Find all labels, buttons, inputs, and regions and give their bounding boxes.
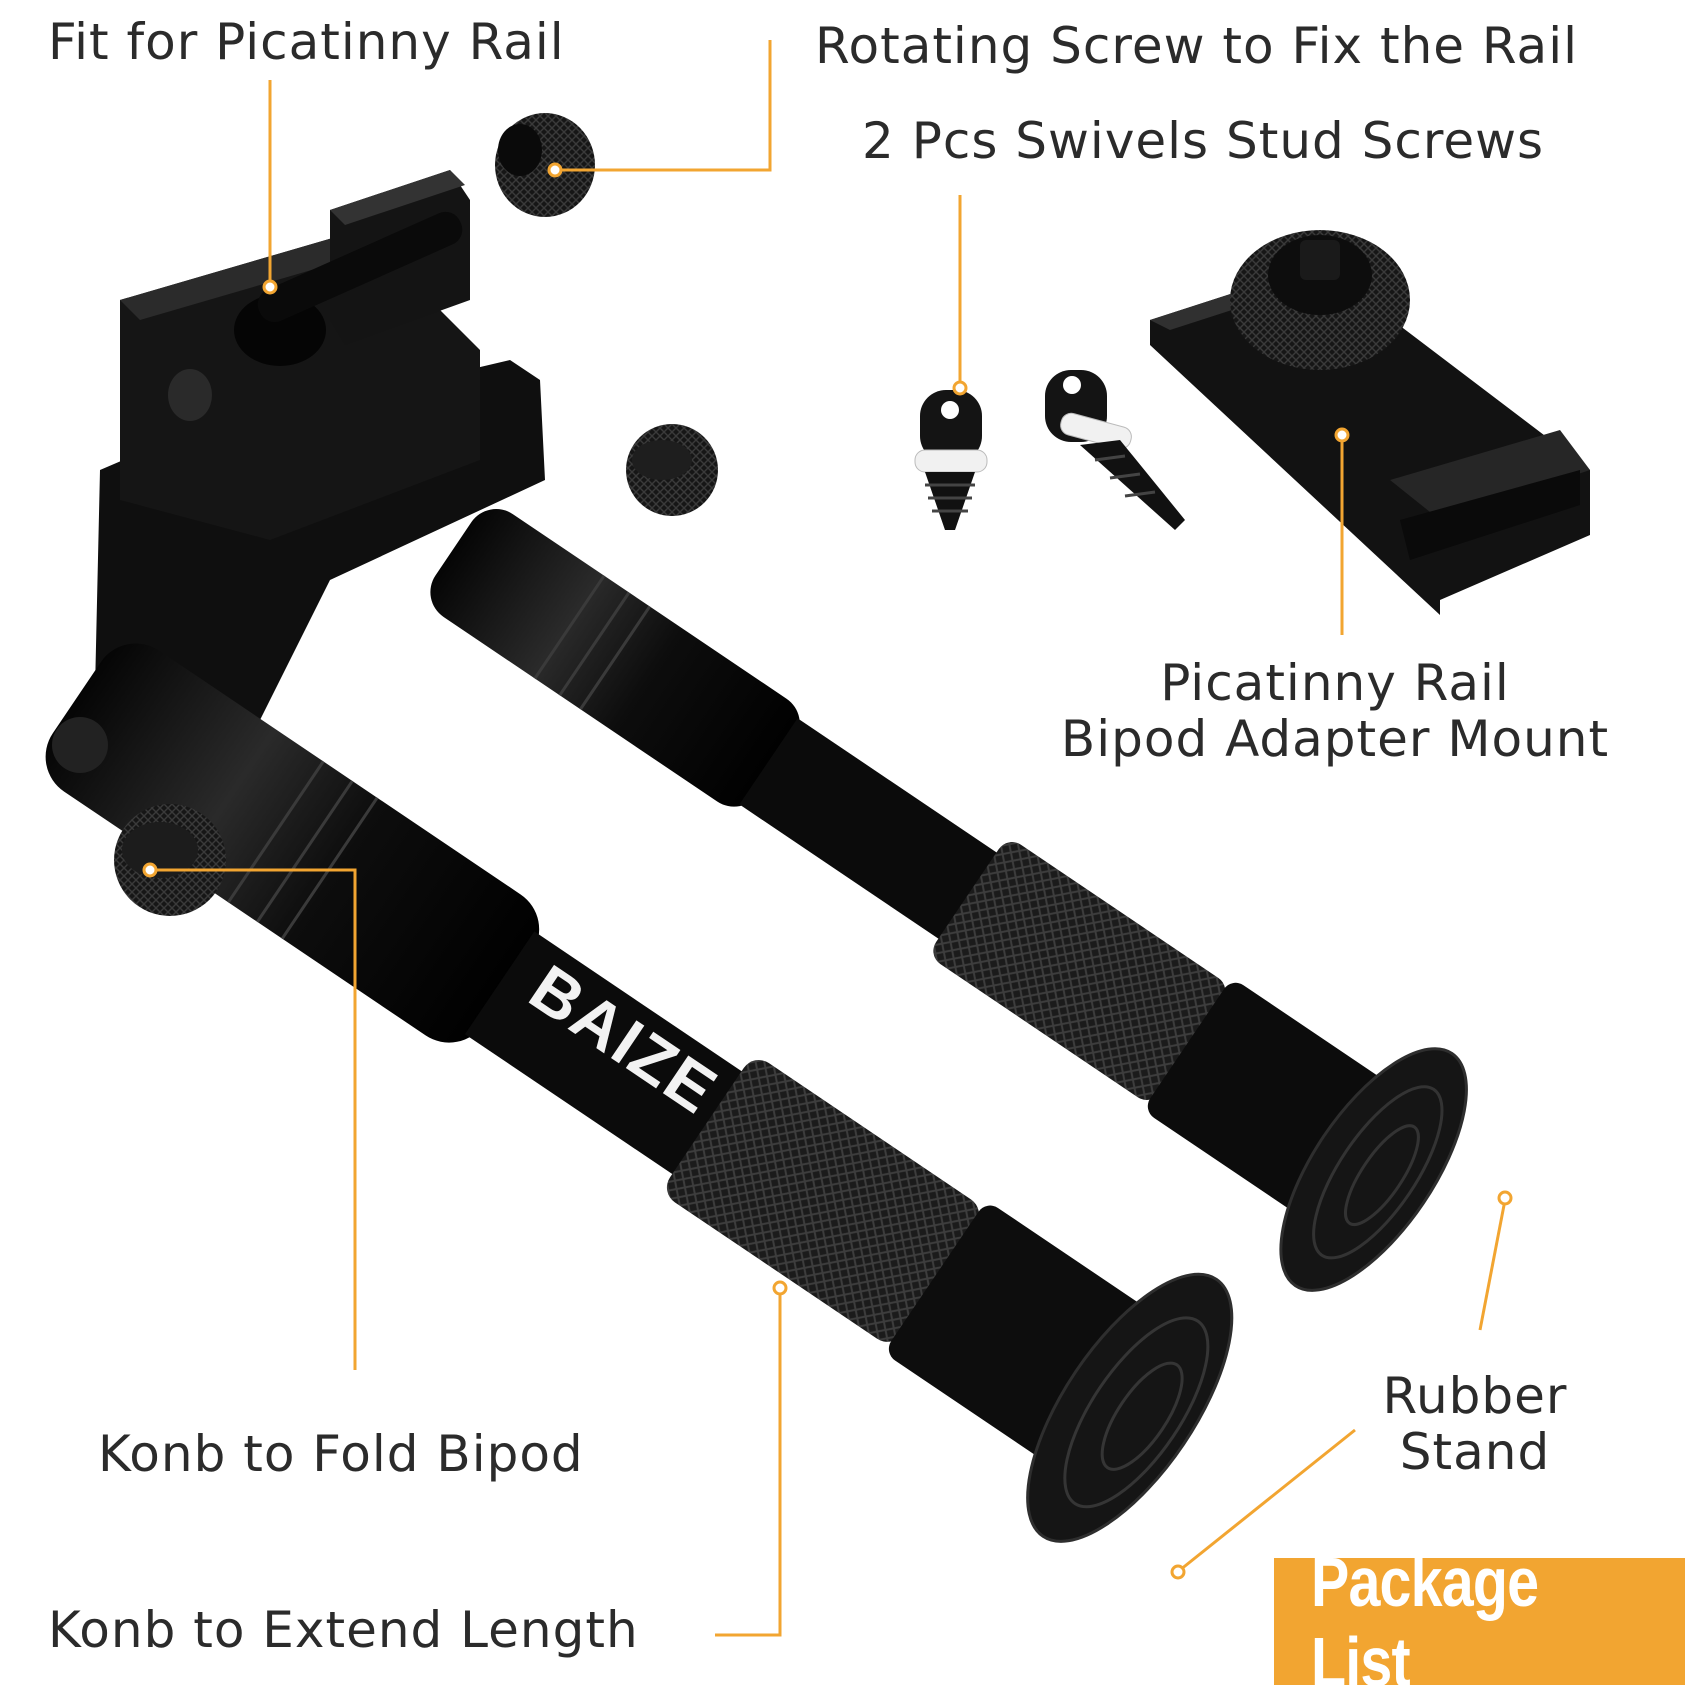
label-rotating-screw: Rotating Screw to Fix the Rail bbox=[815, 17, 1578, 75]
swivel-stud-screw-2 bbox=[1045, 370, 1185, 530]
label-rail-adapter-mount: Picatinny Rail Bipod Adapter Mount bbox=[1050, 655, 1620, 767]
rail-clamp-head bbox=[95, 113, 595, 720]
label-fit-picatinny-rail: Fit for Picatinny Rail bbox=[48, 13, 565, 71]
picatinny-rail-adapter bbox=[1150, 230, 1590, 615]
right-leg bbox=[430, 424, 1468, 1292]
left-leg: BAIZE bbox=[45, 643, 1234, 1543]
label-rail-adapter-line1: Picatinny Rail bbox=[1160, 654, 1510, 712]
callout-lines bbox=[150, 40, 1507, 1637]
label-swivel-stud-screws: 2 Pcs Swivels Stud Screws bbox=[862, 112, 1545, 170]
label-rubber-stand-line1: Rubber bbox=[1382, 1367, 1568, 1425]
label-extend-knob: Konb to Extend Length bbox=[48, 1601, 639, 1659]
label-fold-knob: Konb to Fold Bipod bbox=[98, 1425, 584, 1483]
package-list-label: Package List bbox=[1310, 1542, 1539, 1701]
swivel-stud-screw-1 bbox=[914, 390, 988, 530]
label-rubber-stand: Rubber Stand bbox=[1340, 1368, 1610, 1480]
label-rubber-stand-line2: Stand bbox=[1399, 1423, 1551, 1481]
package-list-badge: Package List bbox=[1274, 1543, 1685, 1701]
callout-dots bbox=[142, 162, 1513, 1580]
label-rail-adapter-line2: Bipod Adapter Mount bbox=[1060, 710, 1610, 768]
